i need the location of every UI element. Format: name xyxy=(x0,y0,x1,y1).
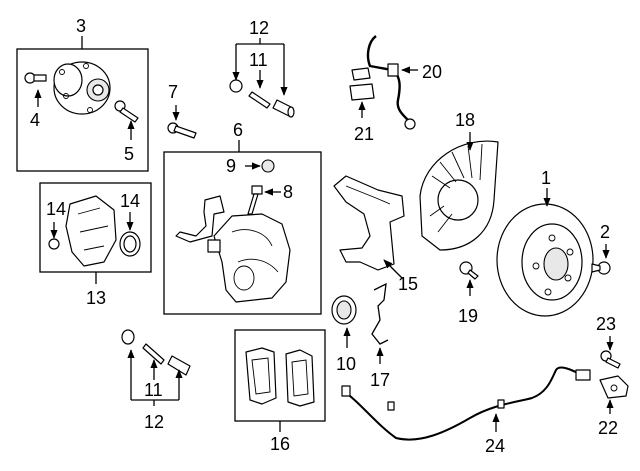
spring-clip-17 xyxy=(371,282,389,345)
callout-22: 22 xyxy=(598,418,618,438)
hub-bolt-4 xyxy=(24,72,47,84)
callout-19: 19 xyxy=(458,306,478,326)
bleeder-screw-8 xyxy=(247,185,263,215)
caliper-bracket-15 xyxy=(333,175,405,271)
hub-bolt-5 xyxy=(114,100,139,123)
callout-11-top: 11 xyxy=(249,50,268,70)
callout-14-left: 14 xyxy=(46,199,66,219)
callout-5: 5 xyxy=(124,144,134,164)
callout-15: 15 xyxy=(398,274,418,294)
rotor-screw-2 xyxy=(591,261,611,275)
guide-pin-set-top xyxy=(229,79,295,118)
callout-1: 1 xyxy=(541,168,551,188)
parking-motor xyxy=(48,195,117,267)
callout-4: 4 xyxy=(30,110,40,130)
callout-13: 13 xyxy=(86,288,106,308)
hose-clip-21 xyxy=(349,67,375,101)
callout-3: 3 xyxy=(76,16,86,36)
brake-hose-20 xyxy=(366,35,416,130)
callout-8: 8 xyxy=(283,182,293,202)
callout-16: 16 xyxy=(270,434,290,454)
brake-rotor-1 xyxy=(496,203,594,317)
splash-shield-18 xyxy=(419,140,499,251)
caliper-group-box xyxy=(163,151,322,315)
seal-10 xyxy=(331,295,357,325)
guide-pin-set-bottom xyxy=(121,329,191,376)
callout-9: 9 xyxy=(226,156,236,176)
bleeder-cap-9 xyxy=(261,159,275,173)
callout-11-bottom: 11 xyxy=(144,380,163,400)
callout-12-top: 12 xyxy=(249,18,269,38)
callout-10: 10 xyxy=(336,354,356,374)
callout-14-right: 14 xyxy=(120,191,140,211)
sensor-bolt-23 xyxy=(600,350,621,369)
callout-2: 2 xyxy=(600,222,610,242)
callout-20: 20 xyxy=(422,62,442,82)
brake-pads xyxy=(245,347,315,407)
caliper-bolt-7 xyxy=(167,122,197,139)
callout-21: 21 xyxy=(354,124,374,144)
abs-sensor-24 xyxy=(341,366,591,441)
shield-screw-19 xyxy=(459,261,479,280)
callout-24: 24 xyxy=(485,436,505,456)
callout-6: 6 xyxy=(233,120,243,140)
callout-12-bottom: 12 xyxy=(144,412,164,432)
motor-o-ring xyxy=(119,231,141,257)
callout-17: 17 xyxy=(370,370,390,390)
callout-18: 18 xyxy=(455,110,475,130)
caliper-body xyxy=(175,195,291,303)
hub-bearing xyxy=(53,61,111,115)
speed-sensor-22 xyxy=(599,375,629,399)
callout-23: 23 xyxy=(596,314,616,334)
callout-7: 7 xyxy=(168,82,178,102)
